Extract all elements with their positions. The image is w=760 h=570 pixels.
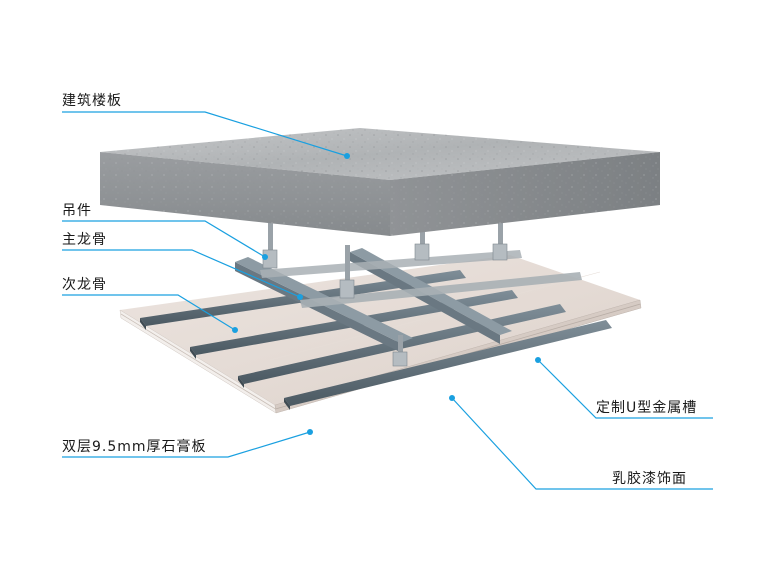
leader-secondary-keel: [62, 294, 236, 331]
leader-gypsum-board: [62, 431, 311, 458]
label-u-channel: 定制U型金属槽: [596, 400, 698, 416]
floor-slab: [100, 128, 660, 236]
label-secondary-keel: 次龙骨: [62, 277, 107, 293]
leader-hanger: [62, 220, 266, 258]
label-main-keel: 主龙骨: [62, 232, 107, 248]
leader-floor-slab: [62, 111, 348, 157]
label-hanger: 吊件: [62, 203, 92, 219]
main-keels: [235, 248, 582, 352]
leader-lines: [62, 111, 713, 490]
leader-u-channel: [537, 359, 713, 419]
label-gypsum-board: 双层9.5mm厚石膏板: [62, 439, 207, 455]
label-floor-slab: 建筑楼板: [62, 93, 122, 109]
leader-latex-paint: [451, 397, 713, 490]
leader-dots: [232, 153, 541, 435]
leader-main-keel: [62, 249, 301, 298]
label-latex-paint: 乳胶漆饰面: [612, 471, 687, 487]
